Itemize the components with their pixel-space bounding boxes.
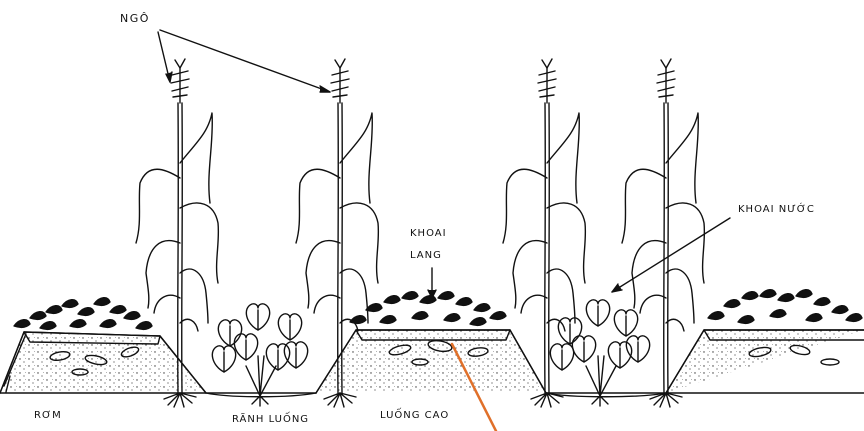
- label-khoai-nuoc: KHOAI NƯỚC: [738, 204, 815, 215]
- label-ngo: NGÔ: [120, 12, 150, 25]
- label-ranh-luong: RÃNH LUỐNG: [232, 414, 309, 425]
- taro-plant-right: [550, 300, 649, 406]
- taro-plant-left: [212, 304, 307, 406]
- left-bed: [0, 332, 206, 393]
- label-khoai-lang-line1: KHOAI: [410, 228, 447, 239]
- sweet-potato-foliage: [14, 290, 862, 330]
- label-khoai-lang-line2: LANG: [410, 250, 442, 261]
- label-luong-cao: LUỐNG CAO: [380, 410, 449, 421]
- center-bed: [316, 330, 546, 393]
- khoai-lang-arrow: [428, 268, 436, 298]
- right-bed: [666, 330, 864, 393]
- khoai-nuoc-arrow: [612, 218, 730, 292]
- label-rom: RƠM: [34, 410, 62, 421]
